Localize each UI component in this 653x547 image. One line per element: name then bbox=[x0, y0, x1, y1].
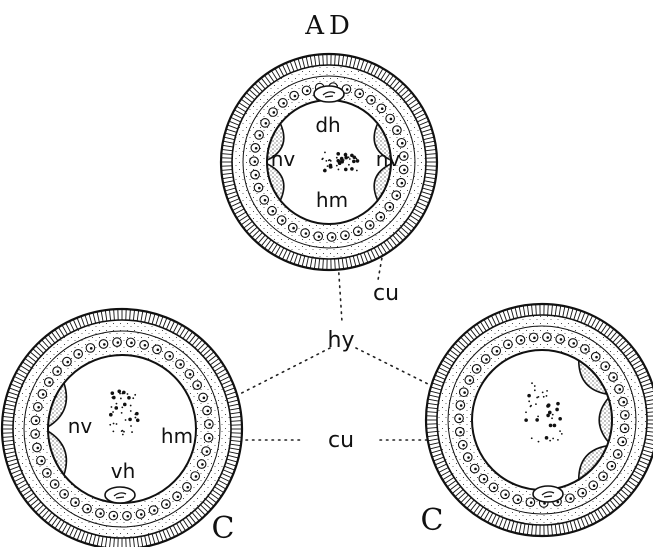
section-top-nerve-lobe-3 bbox=[373, 122, 392, 162]
section-top-hypodermis-stipple bbox=[231, 64, 427, 260]
section-right-nuclei-ring bbox=[454, 332, 630, 508]
section-left-nerve-lobe-1 bbox=[47, 381, 68, 429]
section-right-cuticle-hatching bbox=[426, 304, 653, 536]
section-right-nerve-lobe-2 bbox=[577, 444, 609, 482]
section-top-nerve-lobe-1 bbox=[266, 122, 285, 162]
section-top-oval-nucleus-1 bbox=[313, 85, 345, 103]
section-left bbox=[0, 307, 244, 547]
section-left-central-granules bbox=[109, 389, 140, 436]
label-hypodermis-mid-top: hm bbox=[316, 188, 348, 212]
section-right-hypodermis-stipple bbox=[437, 315, 647, 525]
section-cells bbox=[0, 52, 653, 547]
leader-top-to-hy bbox=[337, 259, 343, 323]
label-right-section: C bbox=[421, 503, 444, 538]
label-nerve-left-top: nv bbox=[271, 147, 296, 171]
label-nerve-left: nv bbox=[68, 414, 93, 438]
section-left-nerve-lobe-2 bbox=[47, 429, 68, 477]
section-left-oval-nucleus-1 bbox=[104, 486, 136, 504]
leader-top-cu bbox=[377, 251, 384, 281]
label-hypodermis-mid-left: hm bbox=[161, 424, 193, 448]
section-right bbox=[424, 302, 653, 538]
section-right-oval-nucleus-1 bbox=[532, 485, 564, 503]
section-left-nuclei-ring bbox=[30, 337, 214, 521]
leader-hy-to-left bbox=[227, 347, 331, 401]
section-right-nerve-lobe-3 bbox=[598, 396, 613, 444]
section-top-nerve-lobe-4 bbox=[373, 162, 392, 202]
label-top-section: AD bbox=[304, 11, 355, 41]
label-left-section: C bbox=[212, 511, 235, 546]
section-top bbox=[219, 52, 439, 272]
label-ventral-hypodermis: vh bbox=[111, 459, 136, 483]
leader-hy-to-right bbox=[355, 347, 441, 391]
labels: AD C C dh nv nv hm cu hy nv hm vh cu bbox=[68, 11, 444, 546]
section-left-cuticle-hatching bbox=[2, 309, 242, 547]
label-hypodermis-center: hy bbox=[328, 328, 355, 353]
section-top-nuclei-ring bbox=[249, 82, 409, 242]
label-dorsal-hypodermis: dh bbox=[315, 113, 340, 137]
section-right-central-granules bbox=[524, 382, 563, 443]
label-cuticle-center: cu bbox=[328, 428, 354, 453]
label-nerve-right-top: nv bbox=[376, 147, 401, 171]
section-left-hypodermis-stipple bbox=[13, 320, 231, 538]
section-right-nerve-lobe-1 bbox=[577, 358, 609, 396]
section-top-nerve-lobe-2 bbox=[266, 162, 285, 202]
section-top-central-granules bbox=[321, 151, 360, 173]
section-top-cuticle-hatching bbox=[221, 54, 437, 270]
label-cuticle-top: cu bbox=[373, 281, 399, 306]
